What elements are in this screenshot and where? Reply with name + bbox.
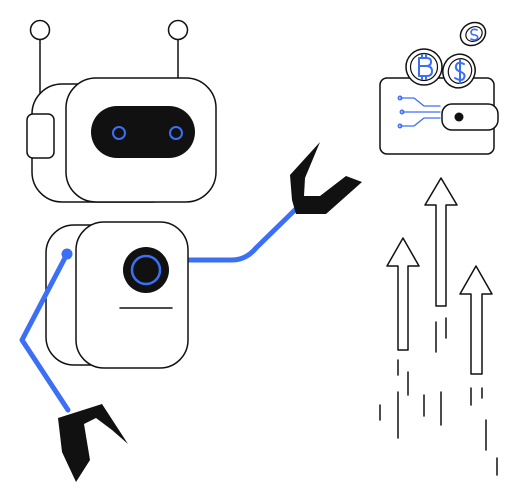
robot-claw-right [290,142,362,214]
wallet-clasp [441,103,499,131]
robot-body [19,202,303,413]
dollar-coin-icon [442,53,476,89]
robot-visor [91,106,195,158]
robot-arm-right [183,202,303,263]
up-arrow-icon [424,177,458,426]
wallet-icon [379,77,499,155]
robot-body-front [75,221,189,369]
robot-chest-light [123,247,169,293]
robot-head [26,19,217,203]
robot-antenna-right [167,19,189,81]
wallet-circuit-lines [397,95,441,129]
robot-claw-left [58,404,128,482]
up-arrow-icon [379,237,425,439]
up-arrow-icon [459,265,498,476]
bitcoin-coin-icon [405,48,443,86]
robot-eye-right [169,126,183,140]
growth-arrows [379,177,498,476]
robot-ear [26,113,55,159]
robot-arm-left [19,251,71,413]
dollar-coin-small-icon [459,21,487,47]
robot-eye-left [112,126,126,140]
